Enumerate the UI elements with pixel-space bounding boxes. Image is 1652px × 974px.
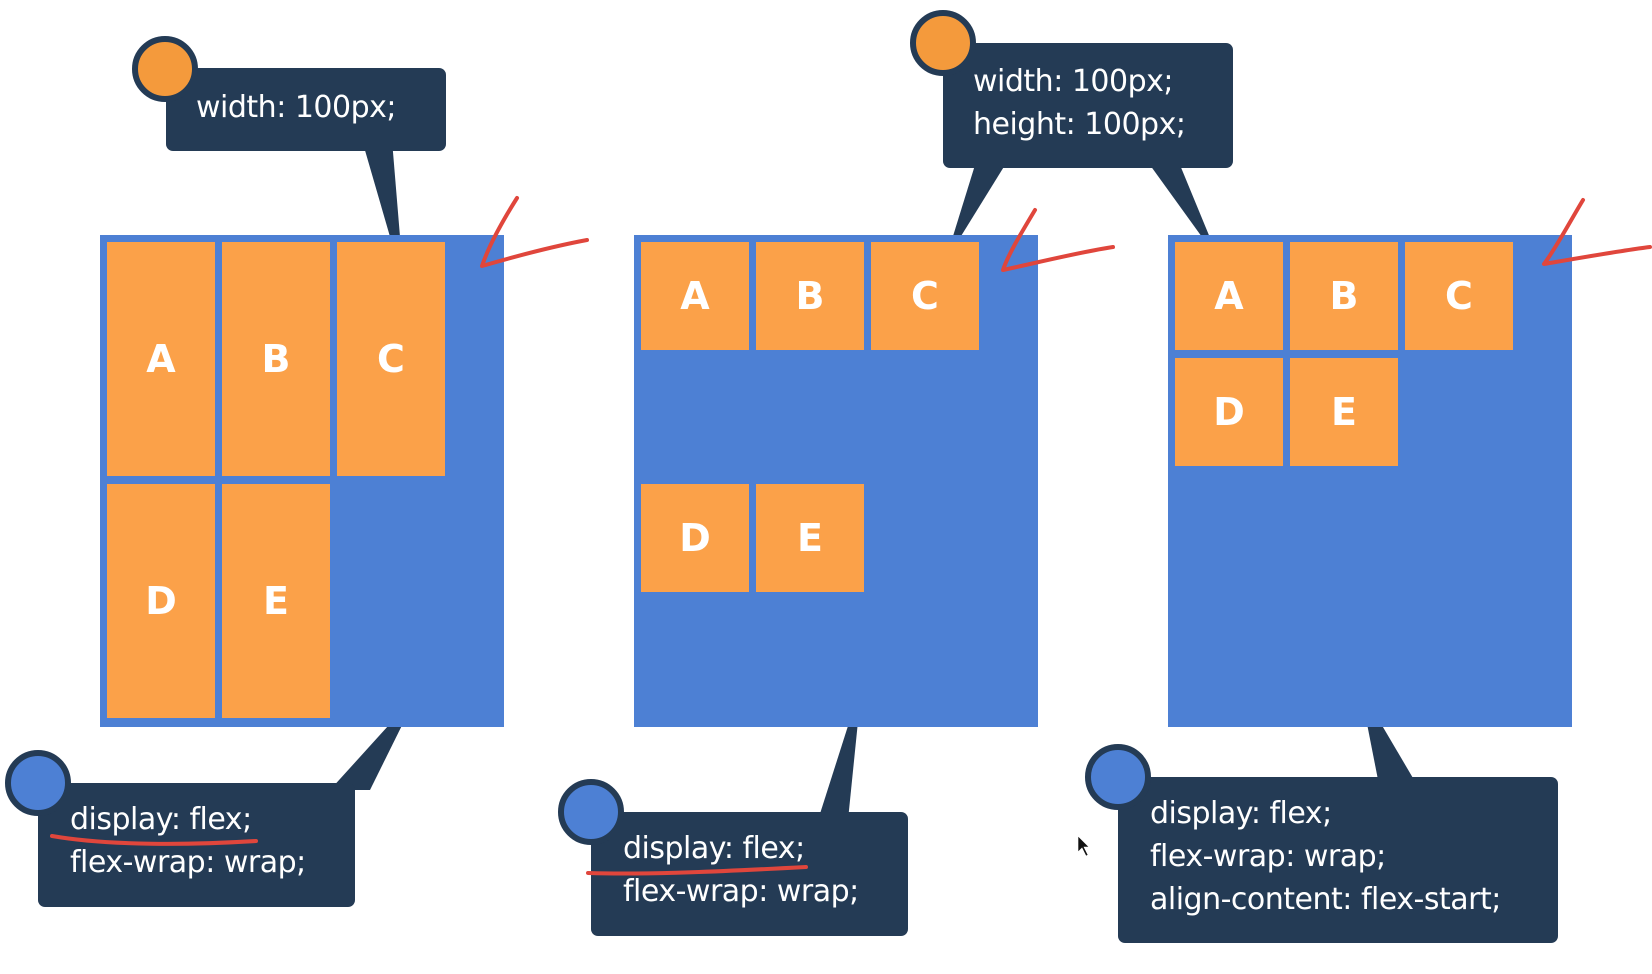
blue-marker-icon: [558, 779, 624, 845]
flex-item-d: D: [641, 484, 749, 592]
flex-item-a: A: [107, 242, 215, 476]
container-style-callout-3: display: flex; flex-wrap: wrap; align-co…: [1118, 777, 1558, 943]
callout-line: display: flex;: [623, 831, 805, 866]
orange-marker-icon: [910, 10, 976, 76]
callout-line: flex-wrap: wrap;: [70, 845, 306, 880]
flex-item-d: D: [107, 484, 215, 718]
item-size-callout-1: width: 100px;: [166, 68, 446, 151]
flex-item-b: B: [222, 242, 330, 476]
flex-item-c: C: [1405, 242, 1513, 350]
callout-line: height: 100px;: [973, 107, 1186, 142]
flex-container-1: A B C D E: [100, 235, 504, 727]
flex-item-d: D: [1175, 358, 1283, 466]
flex-item-a: A: [1175, 242, 1283, 350]
container-style-callout-1: display: flex; flex-wrap: wrap;: [38, 783, 355, 907]
callout-line: display: flex;: [1150, 796, 1332, 831]
item-size-callout-2: width: 100px; height: 100px;: [943, 43, 1233, 168]
flex-item-c: C: [871, 242, 979, 350]
callout-line: flex-wrap: wrap;: [623, 874, 859, 909]
flex-item-b: B: [1290, 242, 1398, 350]
callout-line: width: 100px;: [973, 64, 1174, 99]
container-style-callout-2: display: flex; flex-wrap: wrap;: [591, 812, 908, 936]
blue-marker-icon: [5, 750, 71, 816]
flex-item-c: C: [337, 242, 445, 476]
callout-line: width: 100px;: [196, 90, 397, 125]
callout-line: flex-wrap: wrap;: [1150, 839, 1386, 874]
blue-marker-icon: [1085, 744, 1151, 810]
flex-item-e: E: [222, 484, 330, 718]
callout-line: align-content: flex-start;: [1150, 882, 1501, 917]
callout-line: display: flex;: [70, 802, 252, 837]
flex-container-2: A B C D E: [634, 235, 1038, 727]
flex-container-3: A B C D E: [1168, 235, 1572, 727]
flex-item-a: A: [641, 242, 749, 350]
flex-item-e: E: [756, 484, 864, 592]
flex-item-e: E: [1290, 358, 1398, 466]
flex-item-b: B: [756, 242, 864, 350]
orange-marker-icon: [132, 36, 198, 102]
